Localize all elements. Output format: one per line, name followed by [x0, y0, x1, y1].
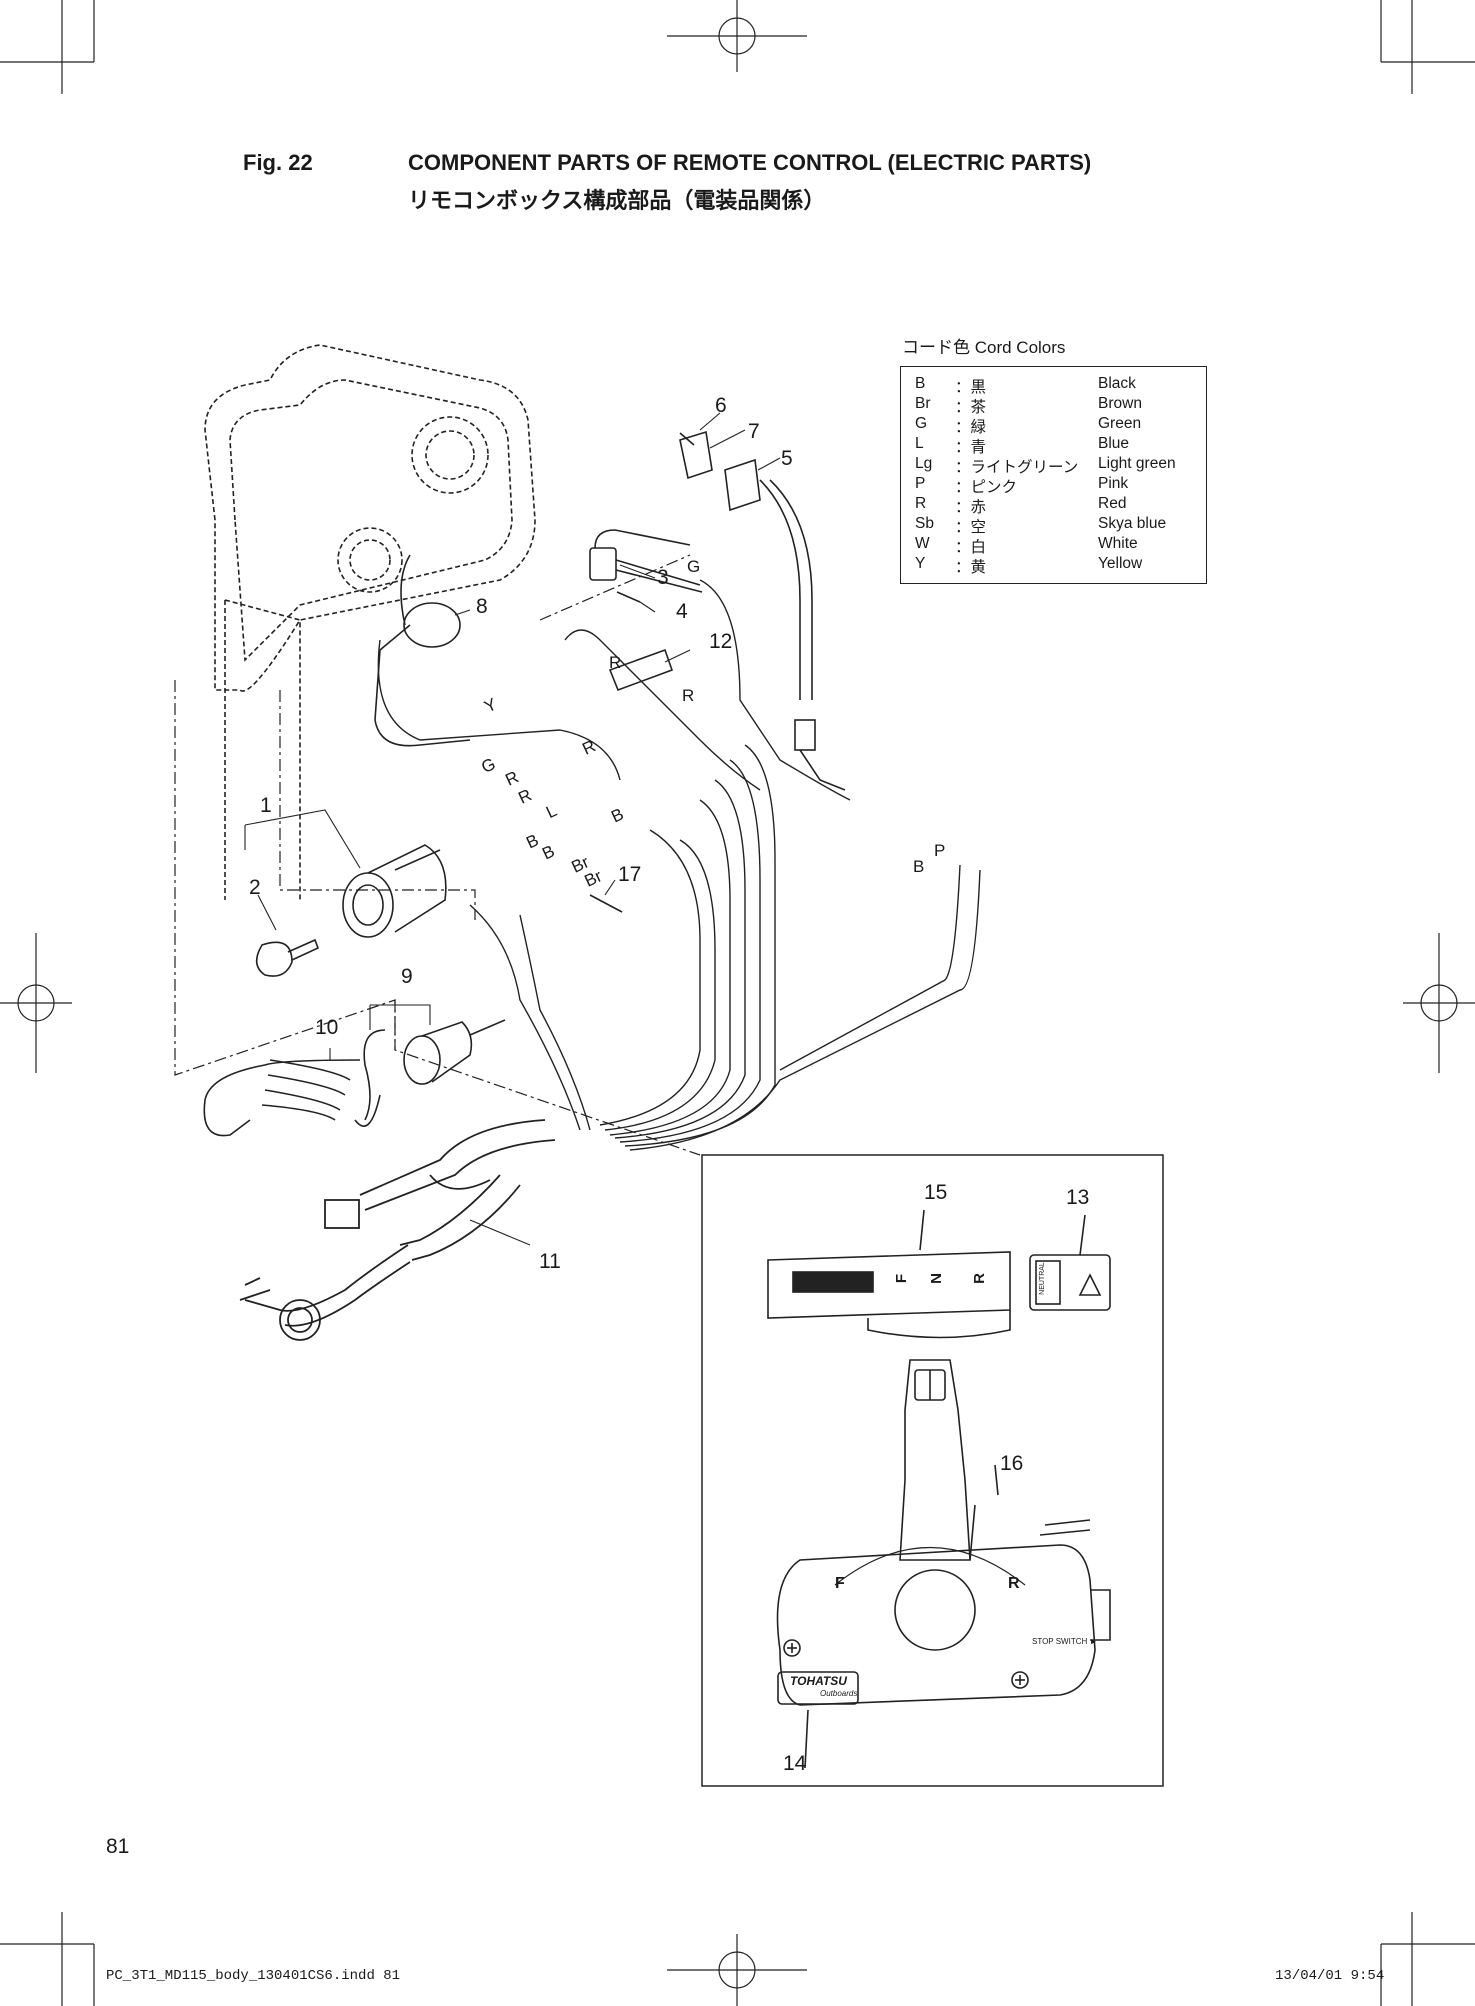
legend-jp: ：黒	[955, 379, 987, 396]
wire-label-b: B	[913, 857, 925, 876]
stop-switch-label: STOP SWITCH ►	[1032, 1637, 1098, 1646]
callout-5: 5	[781, 447, 793, 470]
footer-filename: PC_3T1_MD115_body_130401CS6.indd 81	[106, 1968, 401, 1984]
figure-subtitle: リモコンボックス構成部品（電装品関係）	[408, 188, 826, 213]
legend-jp: ：空	[955, 519, 987, 536]
inset-frame	[701, 1154, 1164, 1787]
wire-label-g: G	[687, 557, 701, 576]
shift-mark-f: F	[893, 1273, 911, 1284]
legend-en: Pink	[1098, 475, 1129, 492]
ignition-switch-drawing	[342, 844, 447, 938]
legend-jp: ：白	[955, 539, 987, 556]
figure-number: Fig. 22	[243, 150, 313, 175]
legend-en: White	[1098, 535, 1138, 552]
shift-indicator-drawing	[767, 1209, 1111, 1339]
neutral-label: NEUTRAL	[1038, 1262, 1046, 1295]
legend-en: Yellow	[1098, 555, 1143, 572]
lever-mark-f: F	[835, 1575, 845, 1592]
legend-code: R	[915, 495, 927, 512]
lanyard-drawing	[203, 1029, 386, 1137]
callout-15: 15	[924, 1181, 948, 1204]
brand-sub: Outboards	[820, 1689, 858, 1698]
leader-dashdot	[174, 554, 701, 1156]
legend-code: P	[915, 475, 926, 492]
callout-11: 11	[539, 1250, 561, 1273]
legend-jp: ：茶	[955, 399, 987, 416]
callout-17: 17	[618, 863, 642, 886]
callout-16: 16	[1000, 1452, 1024, 1475]
callout-3: 3	[657, 566, 669, 589]
lever-mark-r: R	[1008, 1575, 1020, 1592]
callout-8: 8	[476, 595, 488, 618]
legend-code: Y	[915, 555, 926, 572]
control-box-drawing	[776, 1359, 1111, 1769]
legend-jp: ：赤	[955, 499, 987, 516]
legend-code: W	[915, 535, 930, 552]
legend-en: Black	[1098, 375, 1136, 392]
callout-1: 1	[260, 794, 272, 817]
screw-4-drawing	[616, 591, 641, 603]
figure-title: COMPONENT PARTS OF REMOTE CONTROL (ELECT…	[408, 150, 1092, 175]
legend-jp: ：ピンク	[955, 479, 1018, 496]
fuse-holder-drawing	[608, 648, 674, 692]
callout-9: 9	[401, 965, 413, 988]
callout-2: 2	[249, 876, 261, 899]
main-harness-drawing	[239, 1119, 556, 1341]
legend-code: G	[915, 415, 928, 432]
callout-6: 6	[715, 394, 727, 417]
cord-color-legend: B ：黒 Black Br ：茶 Brown G ：緑 Green L ：青 Blue Lg ：ラ…	[900, 366, 1207, 584]
legend-jp: ：ライトグリーン	[955, 459, 1079, 476]
callout-14: 14	[783, 1752, 807, 1775]
ignition-key-drawing	[255, 938, 320, 977]
legend-code: Lg	[915, 455, 933, 472]
legend-jp: ：緑	[955, 419, 987, 436]
legend-jp: ：青	[955, 439, 987, 456]
legend-jp: ：黄	[955, 559, 987, 576]
pin-17-drawing	[589, 894, 623, 913]
trim-switch-drawing	[679, 430, 846, 791]
callout-leaders	[244, 412, 781, 1246]
legend-code: B	[915, 375, 926, 392]
callout-12: 12	[709, 630, 733, 653]
wire-label-r: R	[609, 653, 622, 672]
legend-code: L	[915, 435, 924, 452]
footer-timestamp: 13/04/01 9:54	[1275, 1968, 1385, 1984]
shift-mark-n: N	[927, 1273, 945, 1284]
legend-en: Blue	[1098, 435, 1130, 452]
callout-4: 4	[676, 600, 688, 623]
screw-6-drawing	[679, 432, 695, 446]
callout-7: 7	[748, 420, 760, 443]
legend-en: Red	[1098, 495, 1127, 512]
legend-en: Skya blue	[1098, 515, 1167, 532]
housing-outline	[204, 344, 536, 900]
wire-label-r: R	[682, 686, 695, 705]
legend-en: Green	[1098, 415, 1142, 432]
buzzer-drawing	[374, 554, 471, 747]
stop-switch-drawing	[403, 1019, 506, 1085]
legend-code: Br	[915, 395, 931, 412]
shift-mark-r: R	[970, 1273, 988, 1284]
callout-10: 10	[315, 1016, 339, 1039]
page-number: 81	[106, 1835, 130, 1858]
legend-code: Sb	[915, 515, 934, 532]
brand-logo: TOHATSU	[790, 1674, 847, 1688]
legend-title: コード色 Cord Colors	[902, 338, 1066, 357]
callout-13: 13	[1066, 1186, 1090, 1209]
legend-en: Brown	[1098, 395, 1142, 412]
wire-bundle	[377, 579, 981, 1151]
legend-en: Light green	[1098, 455, 1176, 472]
neutral-switch-drawing	[589, 529, 703, 593]
wire-label-p: P	[934, 841, 946, 860]
